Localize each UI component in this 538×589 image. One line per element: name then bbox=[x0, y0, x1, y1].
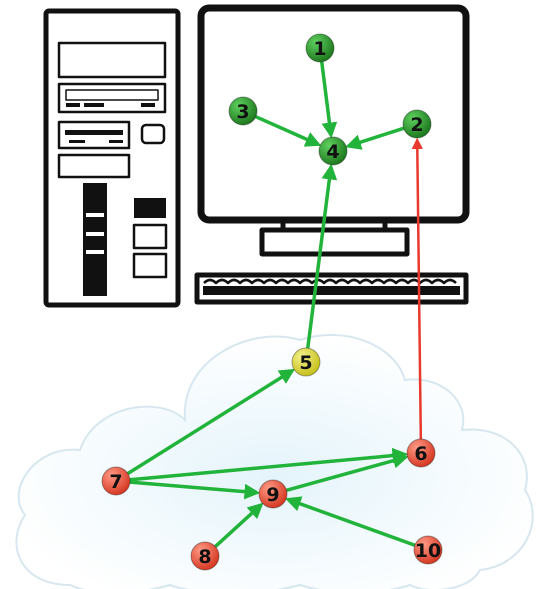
edge-8-to-9 bbox=[214, 502, 264, 548]
tower-vent bbox=[83, 183, 107, 296]
tower-case bbox=[43, 8, 181, 308]
edge-7-to-6 bbox=[129, 447, 409, 482]
node-4: 4 bbox=[318, 136, 348, 166]
cloud-shape bbox=[15, 334, 534, 589]
monitor-base bbox=[259, 227, 410, 257]
edge-9-to-6 bbox=[286, 453, 409, 492]
node-circle-7 bbox=[101, 466, 131, 496]
node-2: 2 bbox=[402, 109, 432, 139]
tower-panel bbox=[57, 153, 131, 179]
edge-7-to-5 bbox=[126, 368, 296, 476]
monitor-icon bbox=[197, 4, 470, 257]
edge-7-to-9 bbox=[129, 480, 261, 500]
node-label-7: 7 bbox=[109, 471, 122, 493]
node-label-8: 8 bbox=[198, 546, 211, 568]
node-7: 7 bbox=[101, 466, 131, 496]
node-label-3: 3 bbox=[236, 101, 249, 123]
node-circle-8 bbox=[190, 541, 220, 571]
edge-5-to-4 bbox=[306, 163, 338, 349]
tower-bay-top bbox=[57, 41, 167, 79]
node-label-5: 5 bbox=[299, 352, 312, 374]
node-8: 8 bbox=[190, 541, 220, 571]
node-circle-9 bbox=[258, 479, 288, 509]
monitor-frame bbox=[197, 4, 470, 224]
node-circle-10 bbox=[413, 535, 443, 565]
node-5: 5 bbox=[291, 347, 321, 377]
node-label-6: 6 bbox=[414, 443, 427, 465]
cloud-icon bbox=[15, 334, 534, 589]
node-10: 10 bbox=[413, 535, 443, 565]
keyboard-icon bbox=[194, 272, 469, 305]
node-6: 6 bbox=[406, 438, 436, 468]
edge-6-to-2 bbox=[411, 137, 423, 440]
edge-3-to-4 bbox=[255, 115, 322, 147]
node-label-10: 10 bbox=[415, 540, 441, 562]
node-circle-5 bbox=[291, 347, 321, 377]
tower-led-block bbox=[134, 198, 166, 218]
node-label-1: 1 bbox=[313, 38, 326, 60]
floppy-drive bbox=[57, 120, 131, 150]
power-button bbox=[140, 123, 166, 145]
node-circle-1 bbox=[305, 33, 335, 63]
node-label-4: 4 bbox=[326, 141, 339, 163]
edge-1-to-4 bbox=[320, 61, 338, 139]
pc-tower-icon bbox=[43, 8, 181, 308]
node-label-2: 2 bbox=[410, 114, 423, 136]
node-circle-4 bbox=[318, 136, 348, 166]
node-3: 3 bbox=[228, 96, 258, 126]
edge-10-to-9 bbox=[285, 496, 416, 547]
keyboard-body bbox=[194, 272, 469, 305]
edge-2-to-4 bbox=[345, 126, 405, 150]
node-circle-2 bbox=[402, 109, 432, 139]
node-1: 1 bbox=[305, 33, 335, 63]
edges-layer bbox=[126, 61, 423, 548]
nodes-layer: 1 2 3 4 5 6 7 8 9 10 bbox=[101, 33, 443, 571]
optical-drive bbox=[57, 82, 167, 114]
node-circle-6 bbox=[406, 438, 436, 468]
node-label-9: 9 bbox=[266, 484, 279, 506]
node-circle-3 bbox=[228, 96, 258, 126]
node-9: 9 bbox=[258, 479, 288, 509]
